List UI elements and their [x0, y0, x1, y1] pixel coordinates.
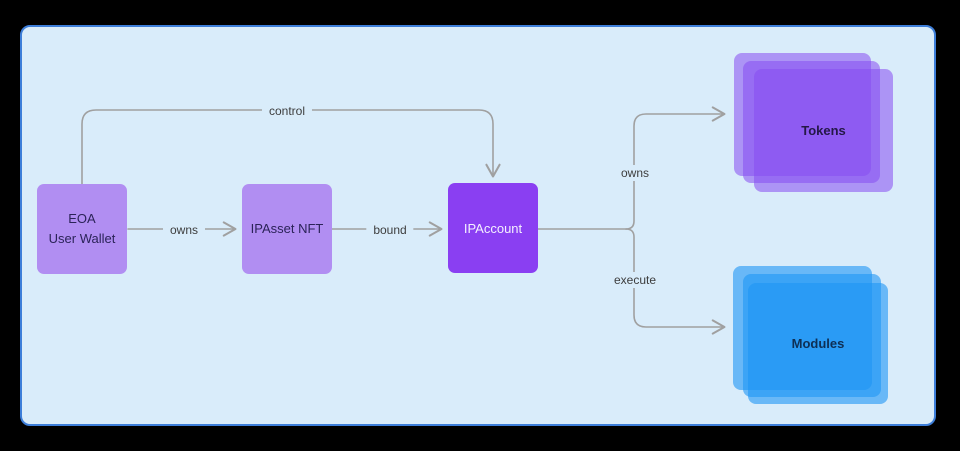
eoa-line1: EOA — [68, 210, 96, 226]
node-eoa-user-wallet: EOA User Wallet — [37, 184, 127, 274]
edge-label-control: control — [261, 103, 313, 119]
edge-label-owns-nft: owns — [162, 222, 206, 238]
modules-stack: Modules — [748, 283, 888, 404]
eoa-label: EOA User Wallet — [49, 209, 116, 249]
ipaccount-label: IPAccount — [463, 220, 523, 236]
tokens-stack: Tokens — [754, 69, 893, 192]
eoa-line2: User Wallet — [48, 231, 116, 246]
node-ipasset-nft: IPAsset NFT — [242, 184, 332, 274]
ipasset-label: IPAsset NFT — [250, 220, 324, 236]
modules-label: Modules — [791, 336, 845, 351]
edge-label-bound: bound — [366, 222, 414, 238]
edge-label-owns-tokens: owns — [613, 165, 657, 181]
node-ipaccount: IPAccount — [448, 183, 538, 273]
edge-label-execute: execute — [606, 272, 664, 288]
tokens-label: Tokens — [801, 123, 846, 138]
